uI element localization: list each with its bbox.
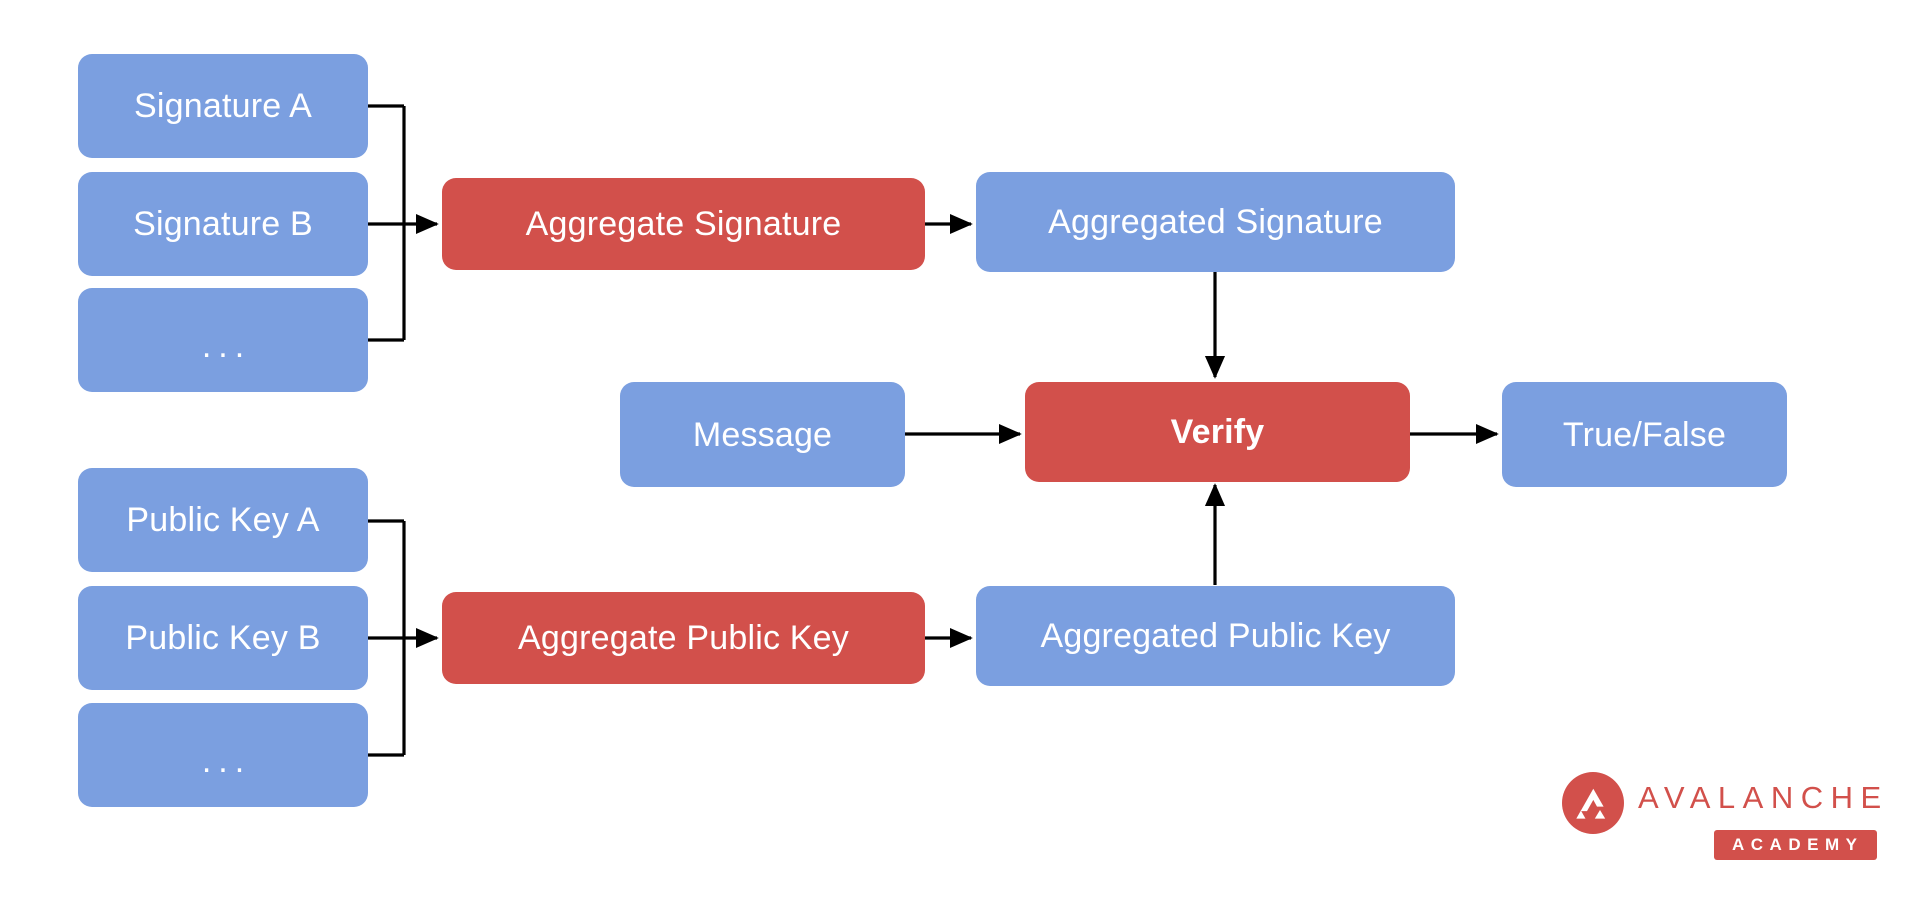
node-true-false[interactable]: True/False [1502,382,1787,487]
node-signature-a[interactable]: Signature A [78,54,368,158]
node-aggregate-public-key-label: Aggregate Public Key [518,619,849,657]
node-aggregate-public-key[interactable]: Aggregate Public Key [442,592,925,684]
node-aggregated-signature-label: Aggregated Signature [1048,203,1383,241]
node-signature-a-label: Signature A [134,87,312,125]
node-public-key-more[interactable]: ... [78,703,368,807]
logo-academy-text: ACADEMY [1732,835,1864,854]
node-public-key-more-label: ... [201,742,252,780]
node-aggregated-public-key[interactable]: Aggregated Public Key [976,586,1455,686]
node-verify-label: Verify [1170,413,1265,451]
node-aggregated-public-key-label: Aggregated Public Key [1040,617,1391,655]
node-public-key-b[interactable]: Public Key B [78,586,368,690]
node-public-key-b-label: Public Key B [125,619,321,657]
node-public-key-a-label: Public Key A [126,501,320,539]
logo-wordmark: AVALANCHE [1638,780,1889,815]
node-aggregate-signature-label: Aggregate Signature [525,205,842,243]
avalanche-triangle-icon [1562,772,1624,834]
node-aggregated-signature[interactable]: Aggregated Signature [976,172,1455,272]
node-true-false-label: True/False [1562,415,1727,454]
node-signature-more-label: ... [201,327,252,365]
node-signature-b[interactable]: Signature B [78,172,368,276]
node-message-label: Message [692,415,833,454]
node-message[interactable]: Message [620,382,905,487]
node-verify[interactable]: Verify [1025,382,1410,482]
node-signature-more[interactable]: ... [78,288,368,392]
logo-academy-badge: ACADEMY [1714,830,1878,860]
node-aggregate-signature[interactable]: Aggregate Signature [442,178,925,270]
node-public-key-a[interactable]: Public Key A [78,468,368,572]
node-signature-b-label: Signature B [133,205,313,243]
avalanche-academy-logo: AVALANCHE ACADEMY [1562,768,1892,866]
